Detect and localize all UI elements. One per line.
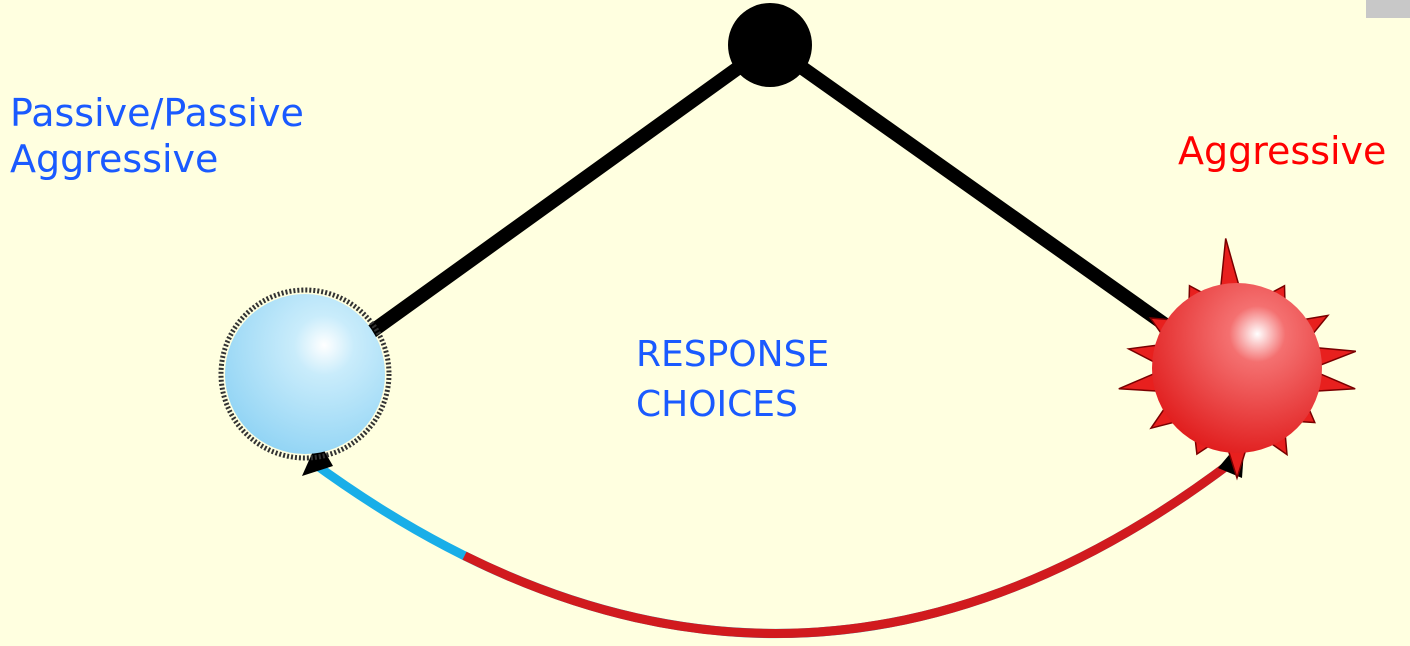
- left-rod: [353, 38, 777, 347]
- aggressive-ball-icon: [1118, 238, 1357, 481]
- arc-red-segment: [309, 458, 1235, 638]
- center-label-line2: CHOICES: [636, 384, 798, 425]
- passive-label: Passive/Passive Aggressive: [10, 90, 304, 182]
- passive-label-line2: Aggressive: [10, 137, 219, 181]
- arrowhead-left-icon: [302, 440, 333, 476]
- aggressive-label: Aggressive: [1178, 129, 1387, 173]
- response-choices-label: RESPONSE CHOICES: [636, 330, 829, 430]
- right-rod: [763, 38, 1222, 367]
- passive-ball-icon: [218, 287, 392, 461]
- corner-tab: [1366, 0, 1410, 18]
- passive-label-line1: Passive/Passive: [10, 91, 304, 135]
- center-label-line1: RESPONSE: [636, 334, 830, 375]
- pivot-dot-icon: [728, 3, 812, 87]
